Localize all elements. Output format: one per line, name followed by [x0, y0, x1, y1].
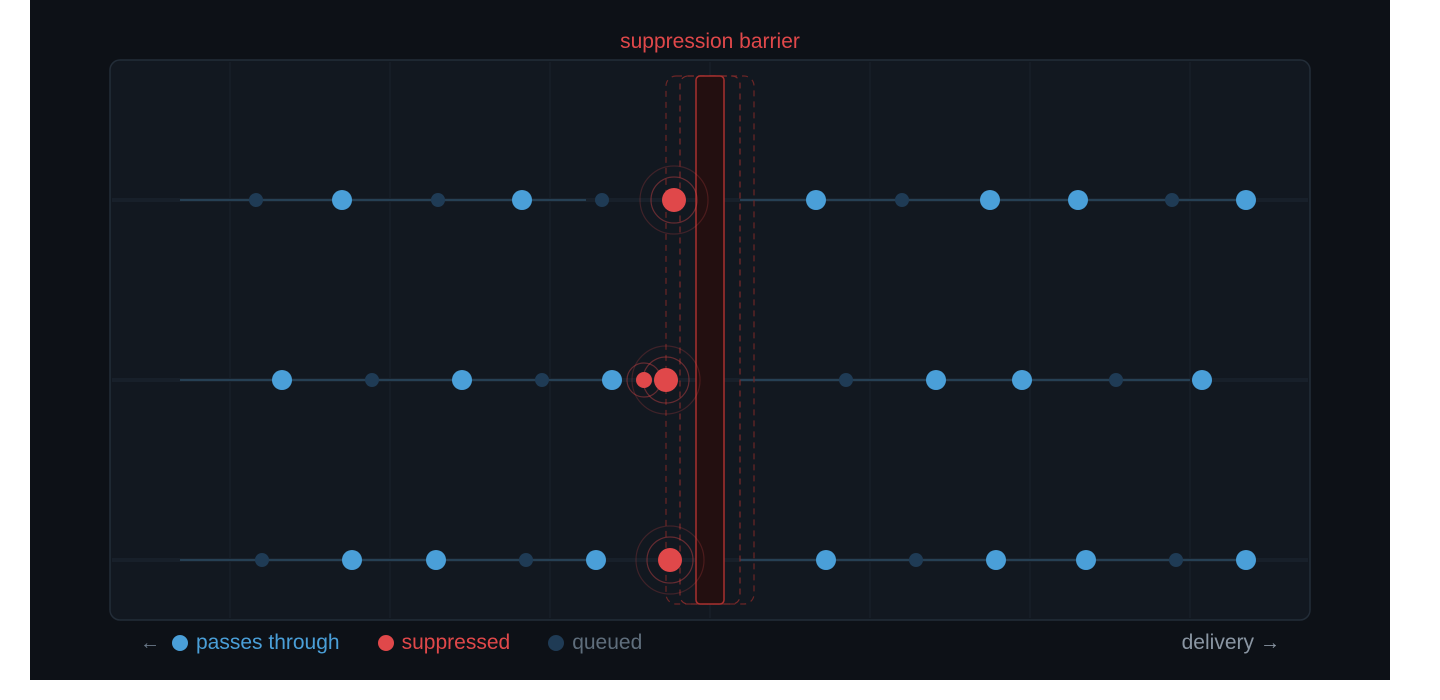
right-arrow-icon: → [1260, 631, 1280, 654]
suppression-barrier: suppression barrier [620, 30, 800, 605]
passes-through-dot [806, 190, 826, 210]
passes-through-dot [926, 370, 946, 390]
passes-through-dot [452, 370, 472, 390]
queued-dot [1165, 193, 1179, 207]
passes-through-dot [1236, 190, 1256, 210]
suppression-ring-inner [650, 176, 698, 224]
passes-through-dot [1076, 550, 1096, 570]
queued-dot [431, 193, 445, 207]
suppression-ring-outer [639, 165, 709, 235]
suppressed-dot-icon [377, 635, 394, 651]
legend-label-queued: queued [572, 631, 643, 654]
message-dots [249, 165, 1256, 595]
passes-through-dot [602, 370, 622, 390]
passes-through-dot [1236, 550, 1256, 570]
diagram-stage: suppression barrier ← passes through sup… [30, 0, 1390, 680]
suppressed-dot-small [636, 372, 652, 388]
queued-dot [839, 373, 853, 387]
queued-dot [249, 193, 263, 207]
suppression-ring-inner [642, 356, 690, 404]
passes-through-dot [332, 190, 352, 210]
passes-through-dot [1192, 370, 1212, 390]
legend-label-passes: passes through [196, 631, 340, 654]
legend-item-queued: queued [548, 631, 642, 655]
legend-label-suppressed: suppressed [401, 631, 511, 654]
suppression-ring-inner [646, 536, 694, 584]
legend-item-suppressed: suppressed [377, 631, 511, 655]
suppressed-dot [662, 188, 686, 212]
legend-item-passes: passes through [172, 631, 340, 655]
legend: ← passes through suppressed queued [140, 628, 680, 658]
passes-through-dot [1068, 190, 1088, 210]
barrier-wall [695, 75, 725, 605]
delivery-label: delivery [1181, 631, 1254, 654]
queued-dot [1169, 553, 1183, 567]
passes-through-dot [272, 370, 292, 390]
suppression-ring-outer [635, 525, 705, 595]
passes-through-dot [980, 190, 1000, 210]
suppressed-dot [654, 368, 678, 392]
barrier-label: suppression barrier [620, 30, 800, 53]
passes-through-dot [586, 550, 606, 570]
suppression-ring-outer [631, 345, 701, 415]
passes-through-dot [512, 190, 532, 210]
queued-dot [519, 553, 533, 567]
queued-dot [595, 193, 609, 207]
left-arrow-icon: ← [140, 631, 160, 654]
passes-through-dot [426, 550, 446, 570]
queued-dot-icon [548, 635, 565, 651]
queued-dot [1109, 373, 1123, 387]
queued-dot [909, 553, 923, 567]
queued-dot [365, 373, 379, 387]
passes-through-dot [816, 550, 836, 570]
queued-dot [895, 193, 909, 207]
passes-dot-icon [172, 635, 188, 651]
queued-dot [255, 553, 269, 567]
delivery-direction: delivery → [1182, 628, 1280, 658]
passes-through-dot [986, 550, 1006, 570]
queued-dot [535, 373, 549, 387]
suppressed-dot [658, 548, 682, 572]
suppression-diagram: suppression barrier [109, 30, 1311, 621]
passes-through-dot [1012, 370, 1032, 390]
passes-through-dot [342, 550, 362, 570]
